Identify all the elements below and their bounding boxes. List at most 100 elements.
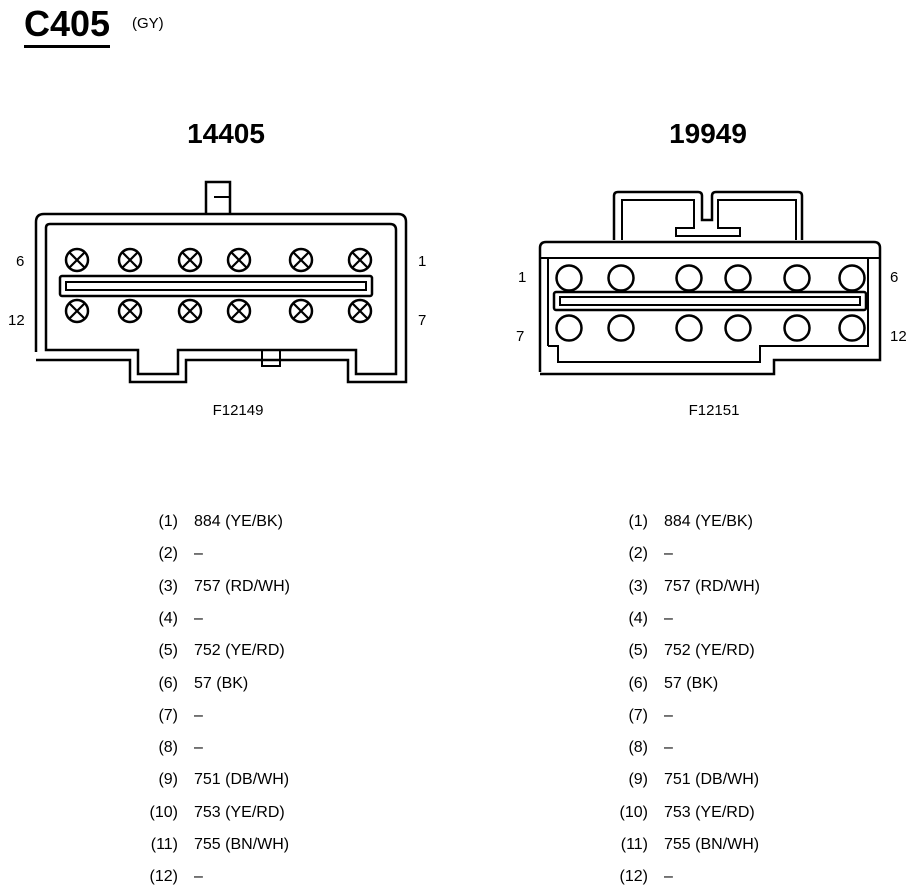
pin-number-text: (10) xyxy=(149,803,178,821)
wire-text: 752 (YE/RD) xyxy=(664,642,755,660)
pin-cavity-icon xyxy=(675,314,703,342)
connector-id-title: C405 xyxy=(24,3,111,44)
wire-text: 751 (DB/WH) xyxy=(664,771,760,789)
wire-text: 57 (BK) xyxy=(194,674,249,692)
left-pin-label-bottom-left: 12 xyxy=(8,312,25,329)
left-connector-pins xyxy=(64,247,373,324)
right-pin-label-top-right: 6 xyxy=(890,269,899,286)
wire-text: 757 (RD/WH) xyxy=(664,577,761,595)
wire-entry: – xyxy=(194,867,394,887)
pin-number-text: (11) xyxy=(150,836,178,853)
wire-entry: – xyxy=(664,867,864,887)
pin-cavity-icon xyxy=(838,264,866,292)
pin-number: (10) xyxy=(588,803,648,823)
pin-number: (10) xyxy=(118,803,178,823)
pin-number: (4) xyxy=(588,609,648,629)
wire-text: 755 (BN/WH) xyxy=(194,836,290,853)
wire-text: 752 (YE/RD) xyxy=(194,642,285,660)
wire-entry: 755 (BN/WH) xyxy=(194,835,394,855)
wire-text: – xyxy=(664,545,673,563)
wire-text: – xyxy=(664,706,673,724)
pin-number: (1) xyxy=(118,512,178,532)
wire-text: 757 (RD/WH) xyxy=(194,577,291,595)
wire-entry: – xyxy=(664,738,864,758)
wire-text: 57 (BK) xyxy=(664,674,719,692)
wire-entry: – xyxy=(194,706,394,726)
pin-number-text: (9) xyxy=(158,771,178,789)
pin-number: (11) xyxy=(588,835,648,855)
wire-entry: 751 (DB/WH) xyxy=(194,770,394,790)
left-connector-drawing xyxy=(34,180,408,384)
pin-number: (2) xyxy=(118,544,178,564)
wire-text: – xyxy=(664,609,673,627)
wire-entry: 757 (RD/WH) xyxy=(664,577,864,597)
pin-number-text: (11) xyxy=(620,836,648,853)
pin-cavity-icon xyxy=(724,314,752,342)
pin-number-text: (1) xyxy=(628,513,648,530)
pin-number: (3) xyxy=(118,577,178,597)
pin-number: (12) xyxy=(588,867,648,887)
pin-cavity-icon xyxy=(838,314,866,342)
pin-terminal-icon xyxy=(177,247,203,273)
wire-text: – xyxy=(194,868,203,886)
pin-number: (5) xyxy=(118,641,178,661)
wire-text: – xyxy=(664,739,673,757)
right-connector-pins xyxy=(555,264,866,342)
connector-color-label: (GY) xyxy=(132,15,164,32)
figure-id-left: F12149 xyxy=(212,402,264,419)
pin-number-text: (5) xyxy=(628,642,648,660)
wire-text: 753 (YE/RD) xyxy=(194,803,285,821)
left-pin-label-top-right: 1 xyxy=(418,253,427,270)
wire-entry: – xyxy=(664,609,864,629)
pin-cavity-icon xyxy=(675,264,703,292)
pin-terminal-icon xyxy=(347,298,373,324)
wire-entry: – xyxy=(664,544,864,564)
pin-number: (9) xyxy=(118,770,178,790)
wire-text: 884 (YE/BK) xyxy=(664,513,753,530)
pin-terminal-icon xyxy=(117,247,143,273)
wire-entry: 752 (YE/RD) xyxy=(664,641,864,661)
pin-number: (6) xyxy=(118,674,178,694)
wire-entry: 755 (BN/WH) xyxy=(664,835,864,855)
pin-cavity-icon xyxy=(783,314,811,342)
wire-entry: – xyxy=(194,609,394,629)
pin-terminal-icon xyxy=(226,247,252,273)
pin-number-text: (3) xyxy=(158,577,178,595)
pin-number: (8) xyxy=(118,738,178,758)
part-number-right: 19949 xyxy=(669,118,747,149)
pin-terminal-icon xyxy=(177,298,203,324)
pin-number-text: (2) xyxy=(628,545,648,563)
pin-number: (1) xyxy=(588,512,648,532)
pin-terminal-icon xyxy=(347,247,373,273)
pin-number-text: (8) xyxy=(628,739,648,757)
pin-number-text: (6) xyxy=(628,674,648,692)
pin-cavity-icon xyxy=(555,314,583,342)
pin-cavity-icon xyxy=(555,264,583,292)
pin-number: (7) xyxy=(588,706,648,726)
pin-cavity-icon xyxy=(724,264,752,292)
pin-number-text: (1) xyxy=(158,513,178,530)
pin-number: (11) xyxy=(118,835,178,855)
pin-number-text: (6) xyxy=(158,674,178,692)
right-pin-label-bottom-right: 12 xyxy=(890,328,907,345)
pin-number: (6) xyxy=(588,674,648,694)
wire-entry: – xyxy=(194,738,394,758)
wire-entry: 57 (BK) xyxy=(194,674,394,694)
wire-text: 755 (BN/WH) xyxy=(664,836,760,853)
wire-text: 751 (DB/WH) xyxy=(194,771,290,789)
left-pin-label-bottom-right: 7 xyxy=(418,312,427,329)
wire-entry: 753 (YE/RD) xyxy=(664,803,864,823)
pin-number-text: (9) xyxy=(628,771,648,789)
wire-text: 884 (YE/BK) xyxy=(194,513,283,530)
wire-text: – xyxy=(194,609,203,627)
pin-cavity-icon xyxy=(783,264,811,292)
pin-terminal-icon xyxy=(288,247,314,273)
pin-number-text: (3) xyxy=(628,577,648,595)
wire-entry: 884 (YE/BK) xyxy=(194,512,394,532)
pin-number-text: (5) xyxy=(158,642,178,660)
right-pin-label-top-left: 1 xyxy=(518,269,527,286)
wire-text: – xyxy=(194,545,203,563)
wire-text: – xyxy=(194,706,203,724)
part-number-left: 14405 xyxy=(187,118,265,149)
